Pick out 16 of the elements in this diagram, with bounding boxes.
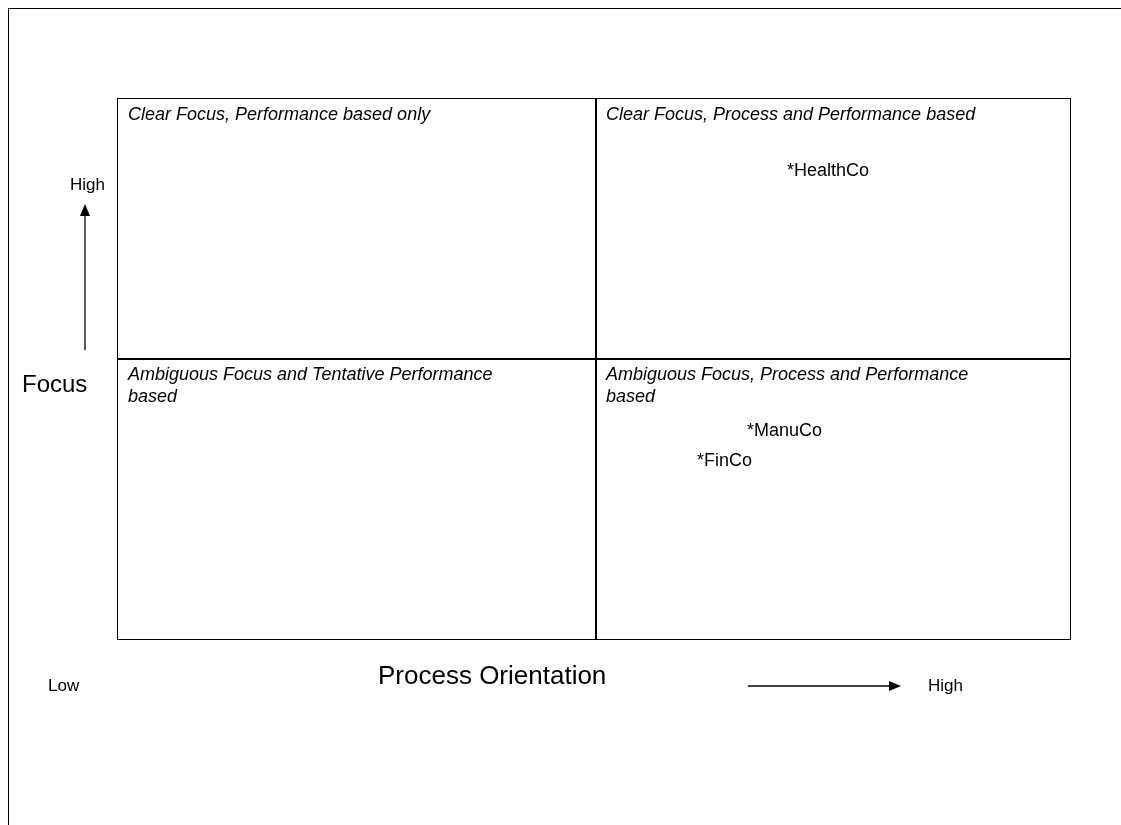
case-label: *ManuCo	[747, 419, 823, 441]
case-label: *FinCo	[697, 449, 753, 471]
matrix-quadrant	[595, 98, 1071, 360]
axis-label: High	[70, 175, 105, 195]
case-label: *HealthCo	[787, 159, 870, 181]
quadrant-heading: Ambiguous Focus, Process and Performance based	[606, 363, 970, 407]
matrix-quadrant	[595, 358, 1071, 640]
axis-label: High	[928, 676, 963, 696]
quadrant-heading: Ambiguous Focus and Tentative Performance based	[128, 363, 494, 407]
quadrant-heading: Clear Focus, Process and Performance based	[606, 103, 977, 125]
quadrant-heading: Clear Focus, Performance based only	[128, 103, 432, 125]
axis-label: Low	[48, 676, 80, 696]
matrix-quadrant	[117, 98, 597, 360]
matrix-quadrant	[117, 358, 597, 640]
axis-title: Process Orientation	[378, 660, 607, 691]
axis-title: Focus	[22, 370, 88, 398]
